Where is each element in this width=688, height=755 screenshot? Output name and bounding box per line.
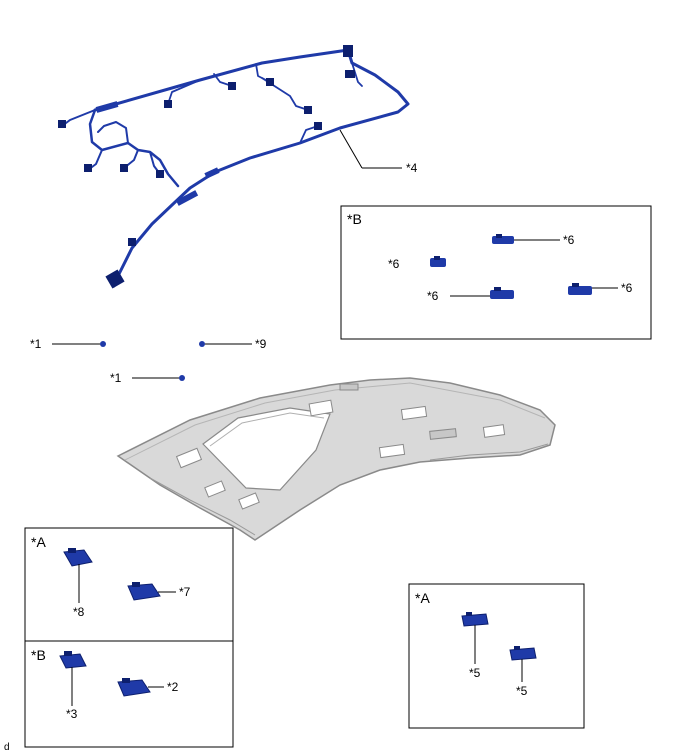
detail-box-b-left: *B *3 *2 bbox=[24, 640, 234, 748]
corner-mark: d bbox=[4, 742, 10, 753]
callout-5-a: *5 bbox=[469, 666, 481, 680]
callout-2: *2 bbox=[167, 680, 179, 694]
clip-part bbox=[492, 234, 514, 244]
callout-1-a: *1 bbox=[30, 337, 42, 351]
callout-3: *3 bbox=[66, 707, 78, 721]
clip-part bbox=[509, 646, 537, 661]
callout-5-b: *5 bbox=[516, 684, 528, 698]
callout-7: *7 bbox=[179, 585, 191, 599]
map-lamp-part bbox=[59, 651, 87, 669]
detail-box-a-right: *A *5 *5 bbox=[408, 583, 585, 729]
map-lamp-part bbox=[63, 548, 93, 567]
callout-1-b: *1 bbox=[110, 371, 122, 385]
detail-box-a-left: *A *8 *7 bbox=[24, 527, 234, 642]
box-label-a-left: *A bbox=[31, 534, 46, 550]
clip-part bbox=[430, 256, 446, 267]
clip-part bbox=[461, 612, 489, 627]
detail-box-b-top: *B *6 *6 *6 *6 bbox=[340, 205, 652, 340]
box-label-a-right: *A bbox=[415, 590, 430, 606]
callout-6-b: *6 bbox=[388, 257, 400, 271]
roof-wire-harness bbox=[58, 45, 410, 289]
callout-6-a: *6 bbox=[563, 233, 575, 247]
room-lamp-part bbox=[127, 582, 161, 601]
box-label-b-top: *B bbox=[347, 211, 362, 227]
callout-4: *4 bbox=[406, 161, 418, 175]
box-label-b-left: *B bbox=[31, 647, 46, 663]
callout-9: *9 bbox=[255, 337, 267, 351]
clip-part bbox=[490, 287, 514, 299]
callout-6-c: *6 bbox=[427, 289, 439, 303]
roof-headliner bbox=[116, 377, 556, 541]
clip-part bbox=[568, 283, 592, 295]
callout-8: *8 bbox=[73, 605, 85, 619]
callout-6-d: *6 bbox=[621, 281, 633, 295]
room-lamp-part bbox=[117, 678, 151, 697]
